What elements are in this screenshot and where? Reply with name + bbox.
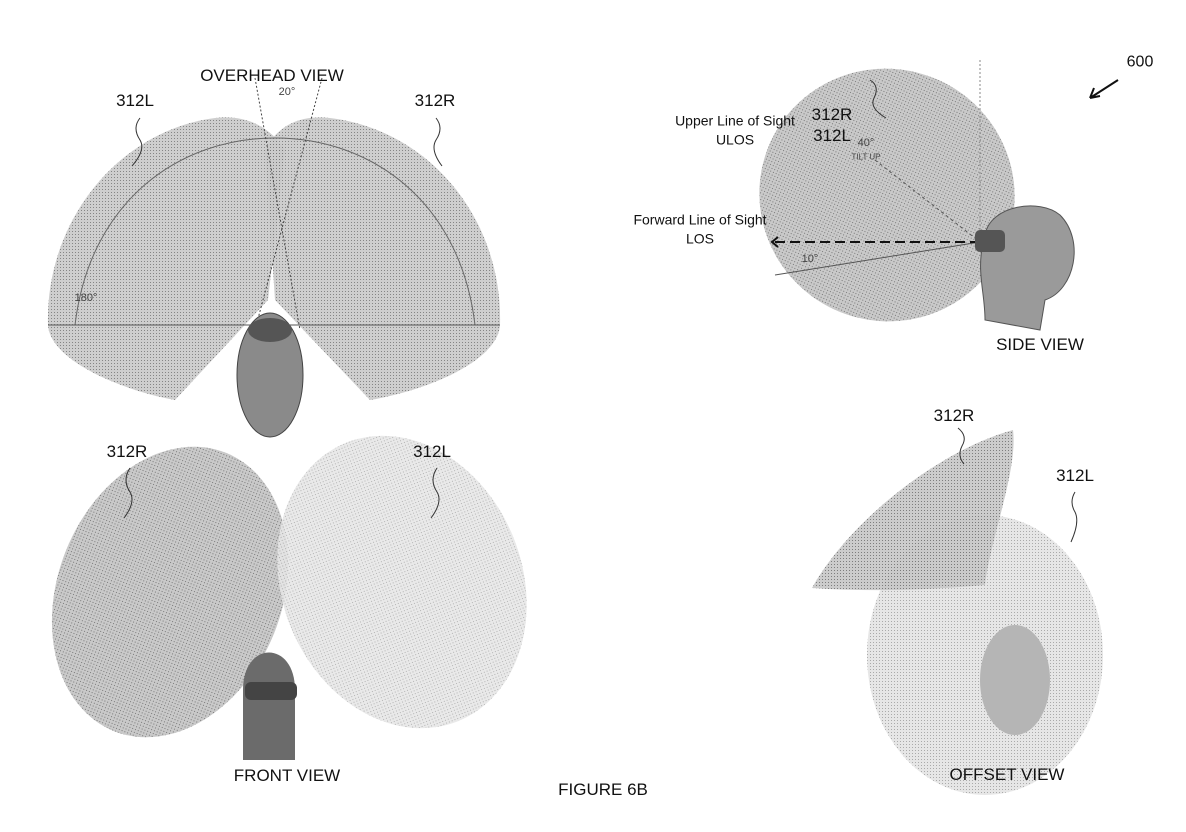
overhead-label-left: 312L [116,91,154,110]
overhead-label-right: 312R [414,91,456,110]
side-lobe [759,68,1015,322]
forward-los-abbr: LOS [685,230,715,247]
upper-los-abbr: ULOS [715,131,755,148]
offset-label-r: 312R [933,406,975,425]
side-label-line2: 312L [813,126,851,145]
overhead-view-title: OVERHEAD VIEW [200,66,344,85]
reference-number: 600 [1126,53,1154,71]
head-top-icon [236,312,304,438]
offset-r-cone [812,430,1014,591]
front-label-left: 312R [106,442,148,461]
side-view-diagram [759,60,1119,331]
upper-los-label: Upper Line of Sight [675,112,795,129]
front-left-lobe [51,446,289,738]
down-angle: 10° [801,253,819,265]
leader-312L [131,117,143,167]
side-view-title: SIDE VIEW [996,335,1084,354]
figure-title: FIGURE 6B [558,780,648,799]
offset-view-title: OFFSET VIEW [949,765,1065,784]
overhead-angle-top: 20° [278,86,296,98]
overhead-view-diagram [47,77,501,438]
tilt-angle: 40° [857,137,875,149]
front-label-right: 312L [413,442,451,461]
overhead-left-lobe [47,117,286,400]
front-view-diagram [51,435,527,760]
head-front-icon [243,652,295,760]
front-view-title: FRONT VIEW [233,766,341,785]
overhead-angle-side: 180° [74,292,98,304]
tilt-caption: TILT UP [851,152,881,162]
front-right-lobe [277,435,527,729]
forward-los-label: Forward Line of Sight [633,211,767,228]
head-offset-icon [980,625,1050,735]
head-side-icon [980,205,1075,331]
offset-view-diagram [812,427,1103,795]
overhead-fov-line-right [254,77,323,331]
overhead-range-arc [74,137,476,326]
overhead-fov-line-left [254,77,301,331]
reference-arrow-icon [1089,79,1119,99]
overhead-right-lobe [265,117,501,400]
leader-312R [433,117,443,167]
offset-label-l: 312L [1056,466,1094,485]
side-label-line1: 312R [811,105,853,124]
